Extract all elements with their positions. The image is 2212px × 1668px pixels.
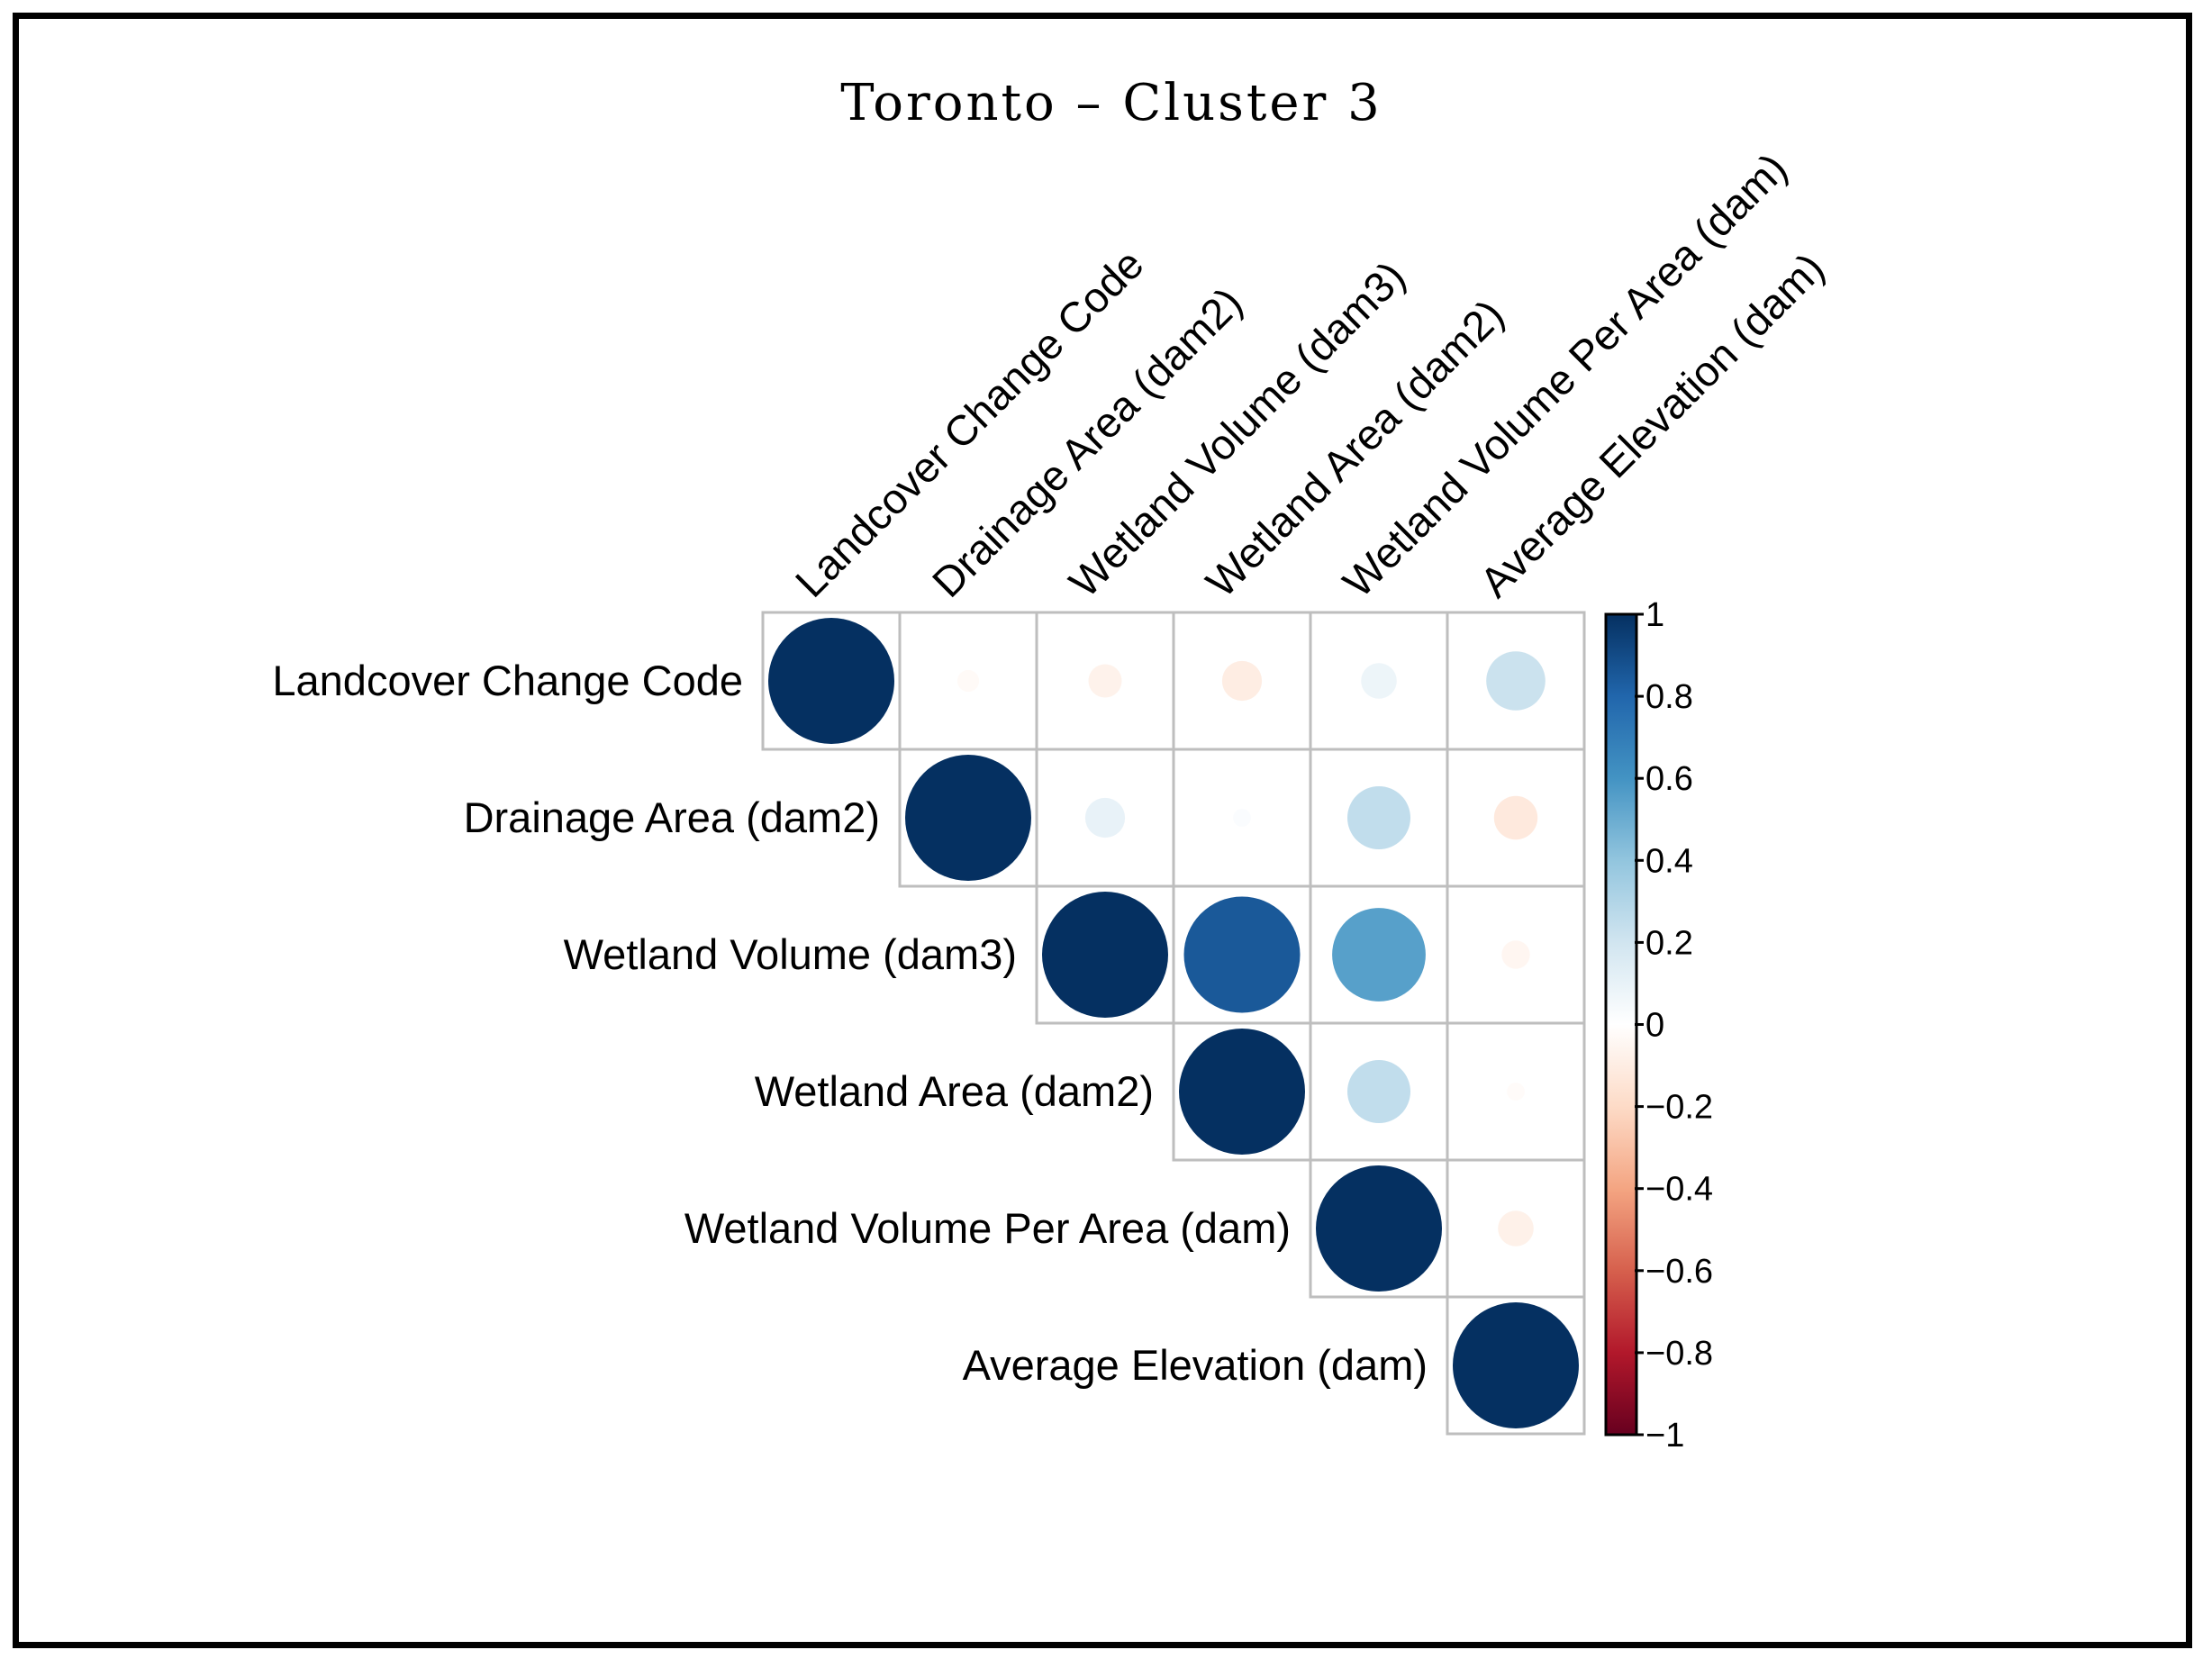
correlation-circles [768,618,1579,1428]
correlation-circle [1453,1302,1579,1428]
chart-title: Toronto – Cluster 3 [840,74,1382,132]
color-legend-tick-label: −0.2 [1645,1089,1713,1127]
correlation-circle [1316,1165,1442,1292]
color-legend-tick-label: 0.2 [1645,924,1693,962]
row-label: Wetland Volume (dam3) [564,930,1017,978]
color-legend-tick-label: 0 [1645,1007,1664,1045]
correlation-circle [1042,892,1168,1018]
correlation-circle [956,669,980,693]
row-label: Landcover Change Code [272,657,743,704]
correlation-circle [1507,1083,1525,1101]
correlation-circle [1347,786,1410,849]
correlation-circle [1486,651,1546,711]
color-legend-tick-label: −0.8 [1645,1335,1713,1373]
correlation-circle [1361,663,1397,699]
row-label: Drainage Area (dam2) [464,793,880,841]
grid-cell [1035,748,1175,888]
color-legend [1604,612,1638,1437]
color-legend-tick-label: 0.4 [1645,842,1693,880]
color-legend-tick-label: 0.8 [1645,678,1693,716]
correlation-circle [1088,664,1122,698]
color-legend-tick-label: −0.4 [1645,1171,1713,1209]
correlation-circle [1347,1060,1410,1123]
correlation-circle [1332,908,1426,1002]
color-legend-tick-label: 1 [1645,596,1664,634]
correlation-circle [1183,896,1301,1013]
correlation-circle [905,755,1031,881]
color-legend-ticks: 1 0.8 0.6 0.4 0.2 0 −0.2 −0.4 −0.6 −0.8 −1 [1635,596,1713,1455]
correlation-circle [1221,660,1263,702]
correlation-circle [1501,940,1530,969]
correlation-chart: Toronto – Cluster 3 Landcover Change Cod… [272,74,1834,1455]
row-label: Wetland Area (dam2) [755,1067,1154,1115]
correlation-circle [1498,1210,1534,1246]
color-legend-tick-label: 0.6 [1645,760,1693,798]
color-legend-bar [1604,612,1638,1437]
row-label: Average Elevation (dam) [963,1341,1428,1389]
correlation-circle [768,618,894,744]
color-legend-tick-label: −1 [1645,1417,1684,1455]
row-label: Wetland Volume Per Area (dam) [684,1204,1291,1252]
color-legend-tick-label: −0.6 [1645,1253,1713,1291]
correlation-grid [761,611,1586,1436]
correlation-circle [1179,1029,1305,1155]
correlation-circle [1233,809,1251,827]
chart-frame: Toronto – Cluster 3 Landcover Change Cod… [13,13,2192,1648]
correlation-circle [1084,797,1126,839]
correlation-circle [1493,795,1538,840]
